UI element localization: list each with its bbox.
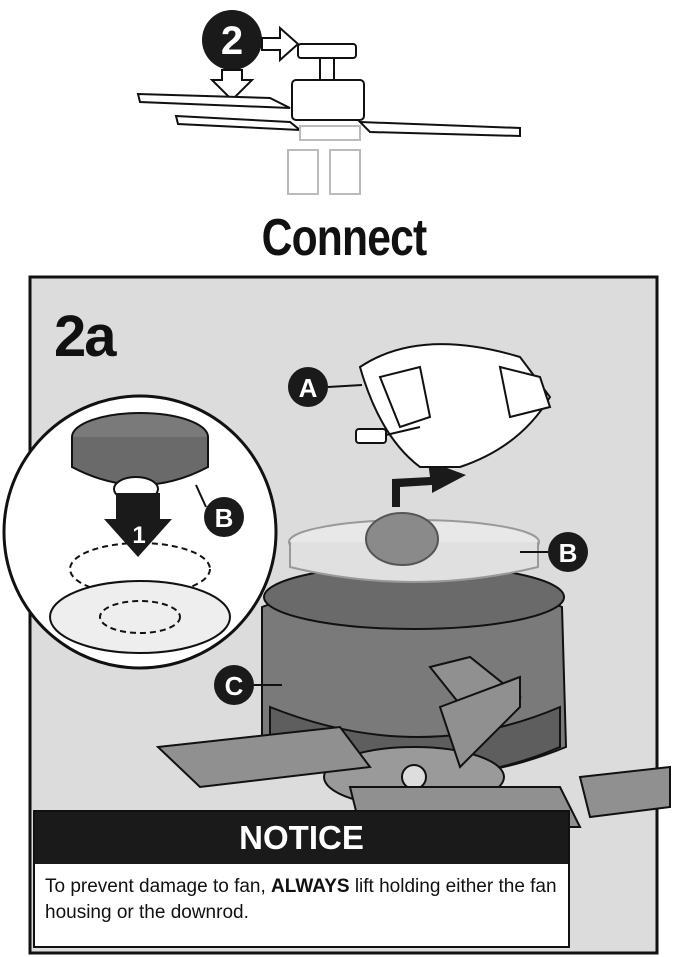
panel-step-label: 2a (54, 304, 116, 369)
step-number: 2 (221, 19, 243, 63)
downrod-shape (319, 57, 335, 81)
notice-title: NOTICE (35, 812, 568, 864)
blade-shape (174, 114, 304, 132)
notice-box: NOTICE To prevent damage to fan, ALWAYS … (33, 810, 570, 948)
callout-b-inset-label: B (215, 503, 234, 533)
notice-text: To prevent damage to fan, ALWAYS lift ho… (35, 864, 568, 926)
canopy-shape (297, 43, 357, 59)
callout-b-main: B (520, 532, 588, 572)
blade-shape (357, 120, 521, 138)
step-1-label: 1 (132, 522, 145, 549)
callout-b-main-label: B (559, 538, 578, 568)
hanger-bracket-a (355, 343, 552, 468)
motor-housing-shape (291, 79, 365, 121)
mounting-bracket-b (288, 512, 540, 583)
notice-text-end: lift holding either the fan housing or t… (45, 876, 557, 923)
callout-a: A (288, 367, 363, 407)
callout-a-label: A (299, 373, 318, 403)
step-1-arrow-icon (104, 493, 172, 557)
notice-text-emphasis: ALWAYS (271, 876, 350, 897)
step-badge: 2 (202, 10, 262, 70)
callout-c: C (214, 665, 282, 705)
down-arrow-icon (209, 69, 255, 102)
light-kit-shape (287, 125, 361, 195)
notice-text-start: To prevent damage to fan, (45, 876, 272, 897)
up-arrow-icon (392, 461, 466, 507)
blade-shape (136, 92, 291, 109)
page-heading: Connect (261, 209, 428, 267)
fan-overview-illustration: 2 (136, 10, 521, 195)
callout-c-label: C (225, 671, 244, 701)
detail-inset: 1 B (2, 394, 278, 670)
right-arrow-icon (261, 25, 300, 63)
